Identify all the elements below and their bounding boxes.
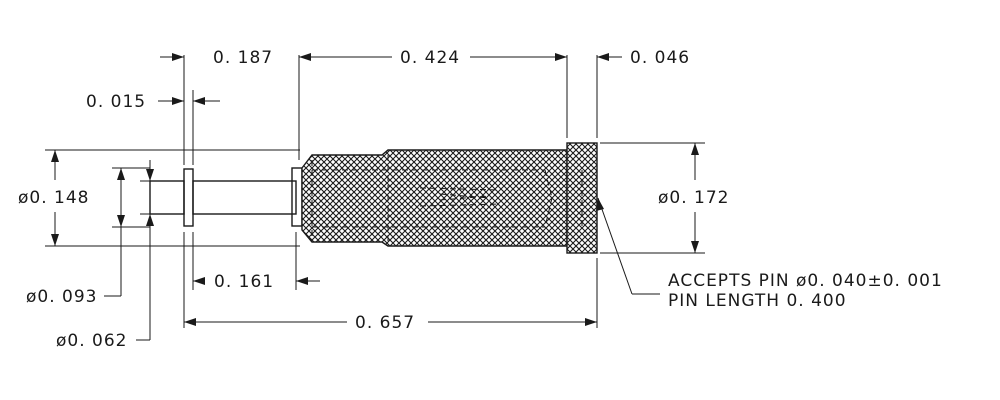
dim-0046-label: 0. 046 [630, 48, 690, 68]
dim-dia0148: ø0. 148 [18, 150, 89, 246]
note-line-2: PIN LENGTH 0. 400 [668, 291, 847, 311]
dim-0161: 0. 161 [193, 272, 320, 292]
tail-pin [149, 180, 185, 215]
pin-note: ACCEPTS PIN ø0. 040±0. 001 PIN LENGTH 0.… [596, 197, 943, 311]
dim-dia0062-label: ø0. 062 [56, 331, 127, 351]
dim-0424: 0. 424 [299, 48, 567, 68]
dim-0015-label: 0. 015 [86, 92, 146, 112]
hidden-lines [311, 155, 583, 242]
dim-0015: 0. 015 [86, 92, 220, 112]
dim-dia0148-label: ø0. 148 [18, 188, 89, 208]
dim-0657: 0. 657 [184, 313, 597, 333]
dim-0187-label: 0. 187 [213, 48, 273, 68]
knurled-body [301, 149, 568, 247]
note-line-1: ACCEPTS PIN ø0. 040±0. 001 [668, 271, 943, 291]
dim-0161-label: 0. 161 [214, 272, 274, 292]
extension-lines [45, 55, 705, 328]
dim-0424-label: 0. 424 [400, 48, 460, 68]
dim-dia0062: ø0. 062 [56, 160, 154, 351]
dim-0046: 0. 046 [597, 48, 690, 68]
head-collar [566, 142, 598, 254]
dim-dia0093: ø0. 093 [26, 168, 125, 307]
tail-flange [183, 168, 194, 227]
dim-0187: 0. 187 [160, 48, 273, 68]
dim-dia0172: ø0. 172 [658, 143, 729, 253]
shaft-step [291, 167, 303, 227]
dim-dia0172-label: ø0. 172 [658, 188, 729, 208]
shaft [192, 180, 297, 215]
dim-dia0093-label: ø0. 093 [26, 287, 97, 307]
dim-0657-label: 0. 657 [355, 313, 415, 333]
pin-receptacle-part [149, 142, 598, 254]
